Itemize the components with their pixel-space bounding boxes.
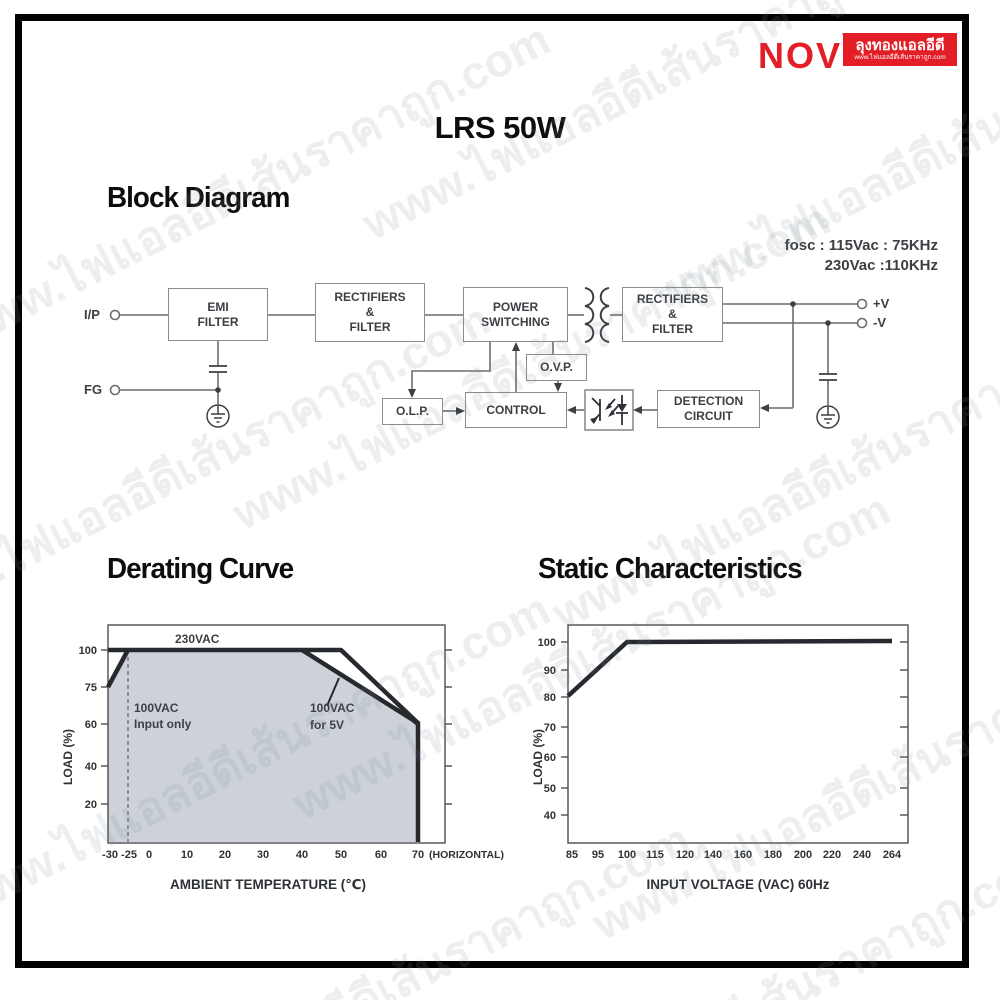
- static-ytick: 60: [544, 752, 556, 764]
- derating-xtick: 70: [412, 849, 424, 861]
- arrowheads: [408, 342, 769, 415]
- input-terminal-label: I/P: [84, 307, 100, 322]
- plus-v-label: +V: [873, 296, 890, 311]
- nov-logo: NOVTM: [758, 33, 855, 74]
- section-heading-static-characteristics: Static Characteristics: [538, 553, 803, 585]
- static-xtick: 100: [618, 849, 636, 861]
- static-xtick: 180: [764, 849, 782, 861]
- nov-logo-text: NOV: [758, 35, 843, 76]
- static-xtick: 200: [794, 849, 812, 861]
- input-terminal-circle: [109, 309, 121, 321]
- static-ytick: 80: [544, 692, 556, 704]
- derating-shaded-area: [108, 650, 418, 842]
- minus-v-label: -V: [873, 315, 886, 330]
- static-xtick: 95: [592, 849, 604, 861]
- rectifiers-filter-block-output: RECTIFIERS & FILTER: [622, 287, 723, 342]
- derating-100vac-input-label2: Input only: [134, 717, 192, 731]
- derating-xtick: -25: [121, 849, 137, 861]
- derating-ytick: 20: [85, 799, 97, 811]
- derating-xtick: 30: [257, 849, 269, 861]
- static-ytick: 100: [538, 637, 556, 649]
- detection-circuit-block: DETECTION CIRCUIT: [657, 390, 760, 428]
- derating-100vac-5v-label2: for 5V: [310, 718, 344, 732]
- derating-ylabel: LOAD (%): [61, 729, 75, 785]
- transformer-icon: [584, 287, 610, 343]
- olp-block: O.L.P.: [382, 398, 443, 425]
- static-ytick: 40: [544, 810, 556, 822]
- derating-xtick: 60: [375, 849, 387, 861]
- power-switching-block: POWER SWITCHING: [463, 287, 568, 342]
- diagram-wires: [120, 303, 857, 412]
- derating-tick-marks: [101, 649, 452, 805]
- earth-ground-left-icon: [206, 404, 230, 428]
- static-load-line: [566, 638, 893, 698]
- page-border: [15, 14, 969, 968]
- derating-ytick: 60: [85, 719, 97, 731]
- derating-xtick: 10: [181, 849, 193, 861]
- derating-plot-frame: [107, 624, 446, 844]
- fg-terminal-circle: [109, 384, 121, 396]
- logo-website-url: www.ไฟแอลอีดีเส้นราคาถูก.com: [854, 54, 946, 62]
- static-xtick: 160: [734, 849, 752, 861]
- derating-annotation-pointer: [326, 677, 340, 707]
- static-ytick: 70: [544, 722, 556, 734]
- static-chart: 100 90 80 70 60 50 40 85 95 100 115 120 …: [531, 624, 909, 892]
- control-block: CONTROL: [465, 392, 567, 428]
- static-ytick: 90: [544, 665, 556, 677]
- static-xtick: 140: [704, 849, 722, 861]
- derating-xtick: -30: [102, 849, 118, 861]
- page-title: LRS 50W: [434, 110, 566, 145]
- static-xtick: 115: [646, 849, 664, 861]
- section-heading-derating-curve: Derating Curve: [107, 553, 294, 585]
- static-tick-marks: [561, 641, 908, 816]
- derating-xtick: 0: [146, 849, 152, 861]
- earth-ground-right-icon: [816, 405, 840, 429]
- static-ytick: 50: [544, 783, 556, 795]
- static-plot-frame: [567, 624, 909, 844]
- derating-230vac-line: [108, 647, 421, 726]
- capacitor-symbols: [209, 365, 837, 381]
- fosc-frequency-note: fosc : 115Vac : 75KHz 230Vac :110KHz: [784, 237, 938, 275]
- static-xtick: 240: [853, 849, 871, 861]
- derating-ytick: 75: [85, 682, 97, 694]
- static-xtick: 120: [676, 849, 694, 861]
- derating-xtick: 40: [296, 849, 308, 861]
- derating-230vac-label: 230VAC: [175, 632, 220, 646]
- rectifiers-filter-block-input: RECTIFIERS & FILTER: [315, 283, 425, 342]
- static-xtick: 264: [883, 849, 902, 861]
- derating-xlabel: AMBIENT TEMPERATURE (℃): [170, 877, 366, 892]
- section-heading-block-diagram: Block Diagram: [107, 182, 290, 214]
- junction-dots: [215, 301, 831, 393]
- plus-v-terminal-circle: [856, 298, 868, 310]
- derating-ytick: 40: [85, 761, 97, 773]
- logo-red-badge: ลุงทองแอลอีดี www.ไฟแอลอีดีเส้นราคาถูก.c…: [843, 33, 957, 66]
- derating-ytick: 100: [79, 645, 97, 657]
- fg-terminal-label: FG: [84, 382, 103, 397]
- static-xtick: 220: [823, 849, 841, 861]
- static-ylabel: LOAD (%): [531, 729, 545, 785]
- derating-chart: 100 75 60 40 20 -30 -25 0 10 20 30 40 50…: [61, 624, 504, 892]
- emi-filter-block: EMI FILTER: [168, 288, 268, 341]
- derating-100vac-input-label: 100VAC: [134, 701, 179, 715]
- optocoupler-icon: [584, 389, 634, 431]
- logo-thai-name: ลุงทองแอลอีดี: [855, 36, 945, 54]
- minus-v-terminal-circle: [856, 317, 868, 329]
- derating-xtick: 50: [335, 849, 347, 861]
- derating-100vac-5v-label: 100VAC: [310, 701, 355, 715]
- derating-xtick: 20: [219, 849, 231, 861]
- static-xtick: 85: [566, 849, 578, 861]
- ovp-block: O.V.P.: [526, 354, 587, 381]
- static-xlabel: INPUT VOLTAGE (VAC) 60Hz: [646, 877, 829, 892]
- derating-horizontal-note: (HORIZONTAL): [429, 849, 504, 861]
